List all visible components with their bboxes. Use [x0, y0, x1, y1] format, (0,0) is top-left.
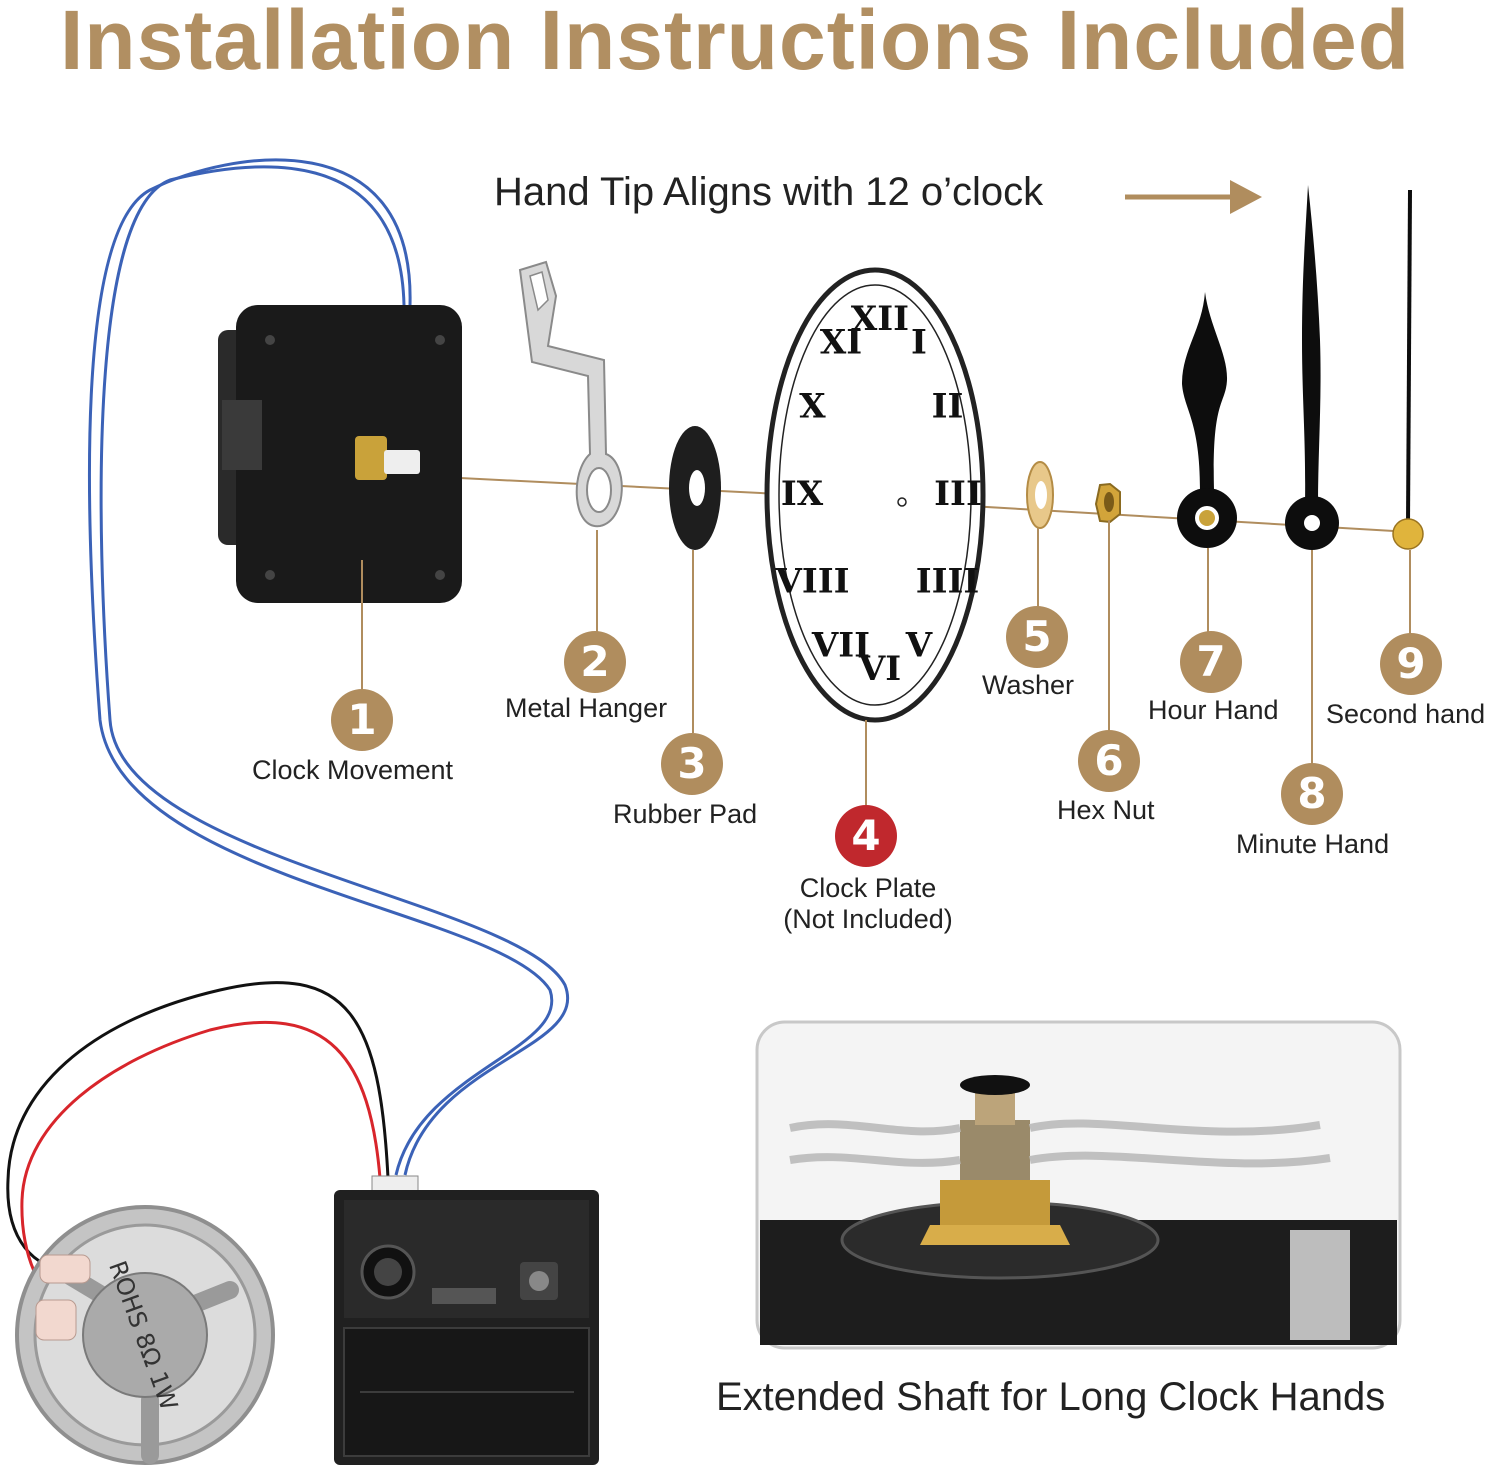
part-label-minute-hand: Minute Hand: [1236, 829, 1390, 859]
part-badge-2: 2: [564, 631, 626, 693]
leader-lines: [361, 520, 1411, 805]
shaft-detail-inset: [755, 1020, 1402, 1350]
dial-numeral: XII: [851, 299, 909, 339]
dial-numeral: III: [934, 474, 982, 514]
part-label-second-hand: Second hand: [1326, 699, 1486, 729]
dial-numeral: V: [905, 626, 933, 666]
hand-tip-note: Hand Tip Aligns with 12 o’clock: [494, 170, 1044, 214]
dial-numeral: VI: [858, 649, 901, 689]
part-label-washer: Washer: [982, 670, 1075, 700]
part-badge-5: 5: [1006, 606, 1068, 668]
dial-numeral: X: [799, 387, 826, 427]
arrow-right-icon: [1125, 180, 1262, 214]
part-label-clock-plate-line2: (Not Included): [783, 904, 953, 934]
part-badge-4: 4: [835, 805, 897, 867]
minute-hand-icon: [1285, 185, 1339, 550]
dial-numeral: XI: [820, 322, 862, 362]
dial-numeral: IIII: [916, 562, 980, 602]
hex-nut-icon: [1094, 482, 1121, 524]
part-badge-6: 6: [1078, 730, 1140, 792]
hour-hand-icon: [1177, 292, 1237, 548]
dial-numeral: VII: [811, 626, 870, 666]
blue-wires: [87, 158, 569, 1176]
rubber-pad-icon: [669, 426, 721, 550]
speaker-wires: [6, 981, 390, 1302]
dial-numeral: I: [911, 322, 927, 362]
part-label-hex-nut: Hex Nut: [1057, 795, 1155, 825]
part-label-metal-hanger: Metal Hanger: [505, 693, 668, 723]
part-label-rubber-pad: Rubber Pad: [613, 799, 758, 829]
part-label-clock-plate-line1: Clock Plate: [799, 873, 937, 903]
clock-movement-icon: [218, 305, 462, 603]
part-badge-3: 3: [661, 733, 723, 795]
part-label-clock-plate: Clock Plate (Not Included): [776, 873, 960, 935]
part-label-clock-movement: Clock Movement: [252, 755, 454, 785]
sound-module-icon: [334, 1175, 599, 1465]
second-hand-icon: [1392, 189, 1424, 550]
part-badge-8: 8: [1281, 763, 1343, 825]
part-badge-7: 7: [1180, 631, 1242, 693]
dial-numeral: IX: [781, 474, 824, 514]
metal-hanger-icon: [518, 260, 623, 528]
inset-caption: Extended Shaft for Long Clock Hands: [716, 1375, 1386, 1419]
speaker-icon: ROHS 8Ω 1W: [15, 1205, 275, 1465]
dial-numeral: II: [932, 387, 964, 427]
part-badge-9: 9: [1380, 633, 1442, 695]
part-label-hour-hand: Hour Hand: [1148, 695, 1279, 725]
page-title: Installation Instructions Included: [59, 0, 1411, 87]
washer-icon: [1026, 461, 1054, 529]
dial-numeral: VIII: [774, 562, 849, 602]
part-badge-1: 1: [331, 689, 393, 751]
